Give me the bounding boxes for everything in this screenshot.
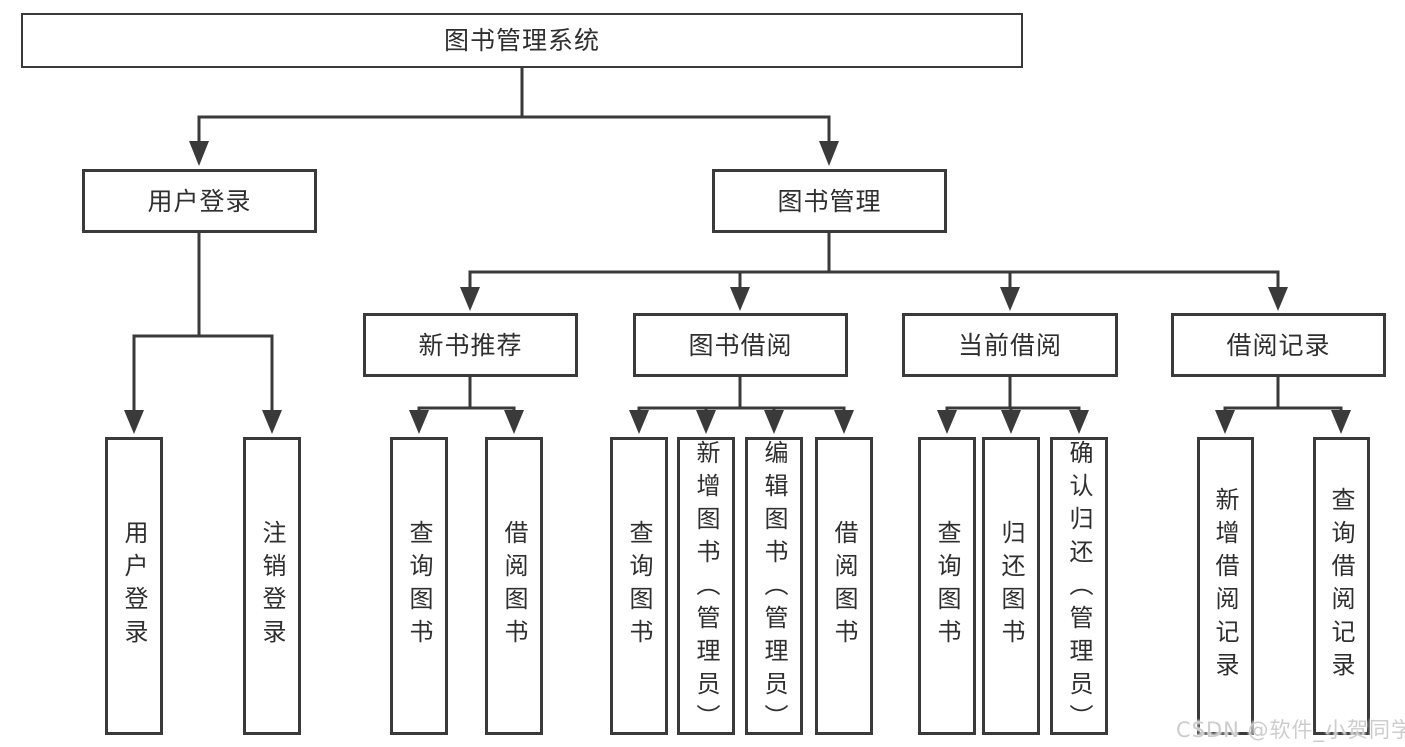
node-borrowing-records: 借阅记录 <box>1171 313 1386 377</box>
leaf-logout: 注销登录 <box>243 437 301 735</box>
node-current-borrowing: 当前借阅 <box>902 313 1118 377</box>
leaf-search-borrowing-record: 查询借阅记录 <box>1313 437 1370 735</box>
leaf-add-borrowing-record: 新增借阅记录 <box>1197 437 1254 735</box>
leaf-confirm-return-admin: 确认归还（管理员） <box>1050 437 1108 737</box>
connector-root-to-level2 <box>197 68 831 150</box>
leaf-borrow-books: 借阅图书 <box>815 437 873 735</box>
node-user-login: 用户登录 <box>82 169 317 233</box>
connector-new-book-recommendation-children <box>417 377 516 416</box>
leaf-search-books-current: 查询图书 <box>918 437 976 735</box>
leaf-search-books-borrowing: 查询图书 <box>610 437 668 735</box>
node-book-borrowing: 图书借阅 <box>633 313 848 377</box>
connector-borrowing-records-children <box>1223 377 1343 416</box>
node-book-management: 图书管理 <box>712 169 947 233</box>
leaf-borrow-books-recommend: 借阅图书 <box>485 437 543 735</box>
csdn-watermark: CSDN @软件_小贺同学 <box>1176 718 1405 742</box>
node-library-management-system: 图书管理系统 <box>21 13 1023 68</box>
connector-user-login-children <box>132 233 274 416</box>
leaf-user-login: 用户登录 <box>105 437 163 735</box>
connector-book-management-children <box>468 233 1280 293</box>
node-new-book-recommendation: 新书推荐 <box>363 313 578 377</box>
leaf-return-books: 归还图书 <box>982 437 1040 735</box>
leaf-search-books-recommend: 查询图书 <box>390 437 448 735</box>
connector-book-borrowing-children <box>637 377 846 416</box>
arrowheads <box>124 141 1351 434</box>
leaf-edit-books-admin: 编辑图书（管理员） <box>745 437 803 737</box>
leaf-add-books-admin: 新增图书（管理员） <box>677 437 735 737</box>
